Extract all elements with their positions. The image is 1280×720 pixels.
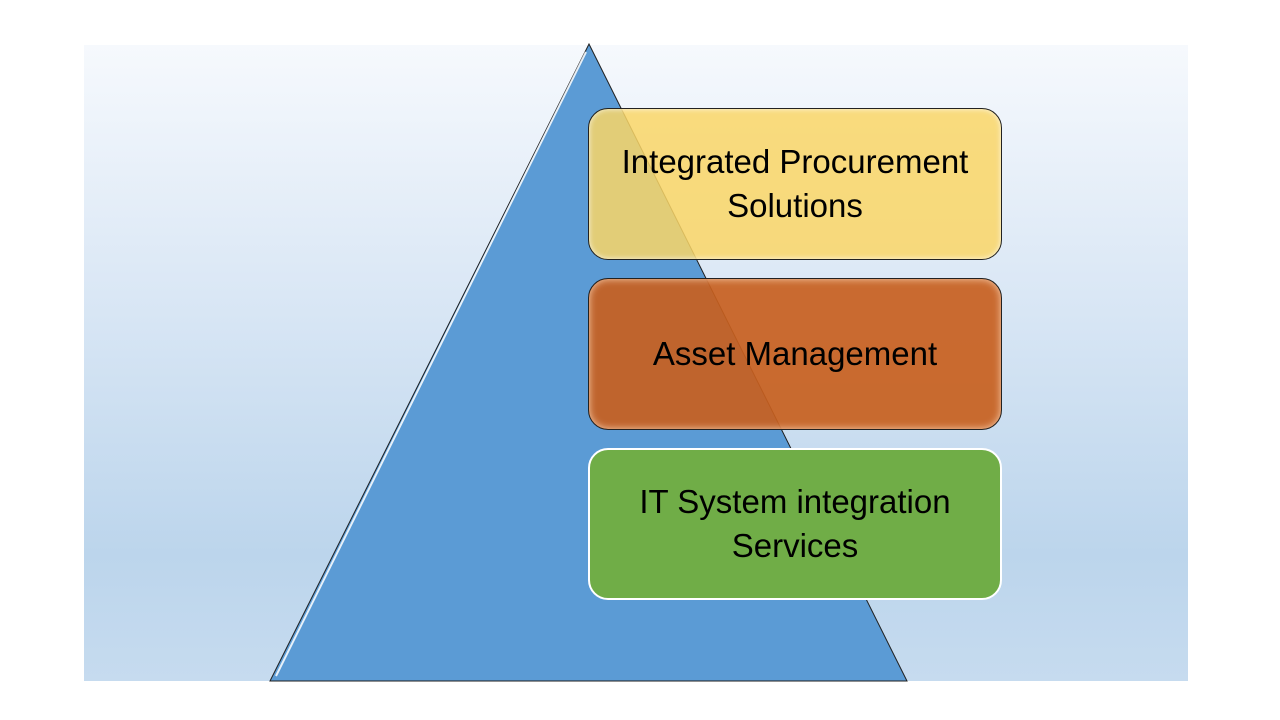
item-label: Asset Management xyxy=(652,335,938,372)
item-label: IT System integration Services xyxy=(639,483,951,564)
item-label: Integrated Procurement Solutions xyxy=(621,143,969,224)
pyramid-item-asset-management: Asset Management xyxy=(588,278,1002,430)
pyramid-item-procurement: Integrated Procurement Solutions xyxy=(588,108,1002,260)
pyramid-item-it-integration: IT System integration Services xyxy=(588,448,1002,600)
